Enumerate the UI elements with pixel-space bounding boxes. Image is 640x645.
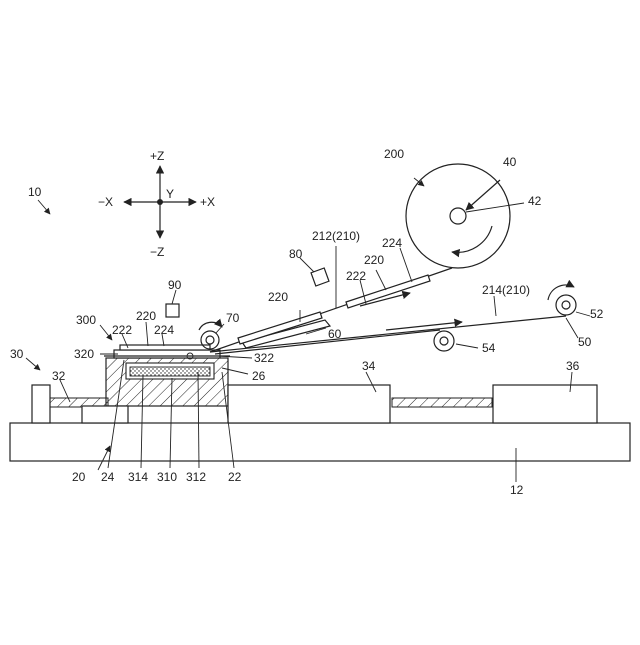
ref-22: 22 <box>228 470 242 484</box>
take-up-rotation <box>548 285 574 300</box>
ref-54: 54 <box>482 341 496 355</box>
leader-40 <box>466 180 500 210</box>
leader-54 <box>456 344 478 348</box>
sensor-80 <box>311 268 329 286</box>
leader-300 <box>100 325 112 340</box>
ref-222a: 222 <box>112 323 132 337</box>
ref-34: 34 <box>362 359 376 373</box>
ref-30: 30 <box>10 347 24 361</box>
wafer-on-table <box>120 345 210 350</box>
leader-10 <box>38 200 50 214</box>
axis-label-plus-x: +X <box>200 195 215 209</box>
roller-70-hub <box>206 336 214 344</box>
table-foot <box>82 406 128 423</box>
ref-220a: 220 <box>136 309 156 323</box>
leader-214 <box>494 296 496 316</box>
rail-block-34 <box>228 385 390 423</box>
ref-314: 314 <box>128 470 148 484</box>
ref-42: 42 <box>528 194 542 208</box>
axis-label-y: Y <box>166 187 174 201</box>
ref-214: 214(210) <box>482 283 530 297</box>
feed-arrow-214 <box>386 322 462 330</box>
reel-hub <box>450 208 466 224</box>
ref-212: 212(210) <box>312 229 360 243</box>
guide-roller-54 <box>434 331 454 351</box>
ref-36: 36 <box>566 359 580 373</box>
ref-32: 32 <box>52 369 66 383</box>
ref-220c: 220 <box>364 253 384 267</box>
ref-300: 300 <box>76 313 96 327</box>
ref-70: 70 <box>226 311 240 325</box>
ref-224a: 224 <box>154 323 174 337</box>
axis-origin <box>157 199 163 205</box>
ref-80: 80 <box>289 247 303 261</box>
ref-26: 26 <box>252 369 266 383</box>
leader-224b <box>400 248 412 282</box>
ref-40: 40 <box>503 155 517 169</box>
ref-90: 90 <box>168 278 182 292</box>
ref-20: 20 <box>72 470 86 484</box>
ref-220b: 220 <box>268 290 288 304</box>
stage-end-left <box>32 385 50 423</box>
leader-50 <box>566 318 578 338</box>
ref-310: 310 <box>157 470 177 484</box>
ref-200: 200 <box>384 147 404 161</box>
ref-50: 50 <box>578 335 592 349</box>
take-up-hub <box>562 301 570 309</box>
leader-220c <box>376 270 386 290</box>
ref-60: 60 <box>328 327 342 341</box>
axis-label-minus-x: −X <box>98 195 113 209</box>
take-up-roller <box>556 295 576 315</box>
ref-10: 10 <box>28 185 42 199</box>
guide-roller-54-hub <box>440 337 448 345</box>
reel-rotation <box>452 226 492 252</box>
base-plate <box>10 423 630 461</box>
rail-block-36 <box>493 385 597 423</box>
leader-90 <box>172 290 176 304</box>
screw-rod-right <box>392 398 492 407</box>
ref-224b: 224 <box>382 236 402 250</box>
leader-52 <box>576 312 590 316</box>
axis-label-plus-z: +Z <box>150 149 164 163</box>
ref-322: 322 <box>254 351 274 365</box>
ref-222b: 222 <box>346 269 366 283</box>
ref-320: 320 <box>74 347 94 361</box>
ref-24: 24 <box>101 470 115 484</box>
roller-70-rotation <box>199 322 222 330</box>
leader-42 <box>466 203 524 212</box>
ref-12: 12 <box>510 483 524 497</box>
leader-220a <box>146 322 148 346</box>
ref-312: 312 <box>186 470 206 484</box>
sensor-90 <box>166 304 179 317</box>
axis-label-minus-z: −Z <box>150 245 164 259</box>
ref-52: 52 <box>590 307 604 321</box>
support-frame <box>114 350 220 358</box>
leader-200 <box>414 178 424 186</box>
leader-30 <box>26 358 40 370</box>
